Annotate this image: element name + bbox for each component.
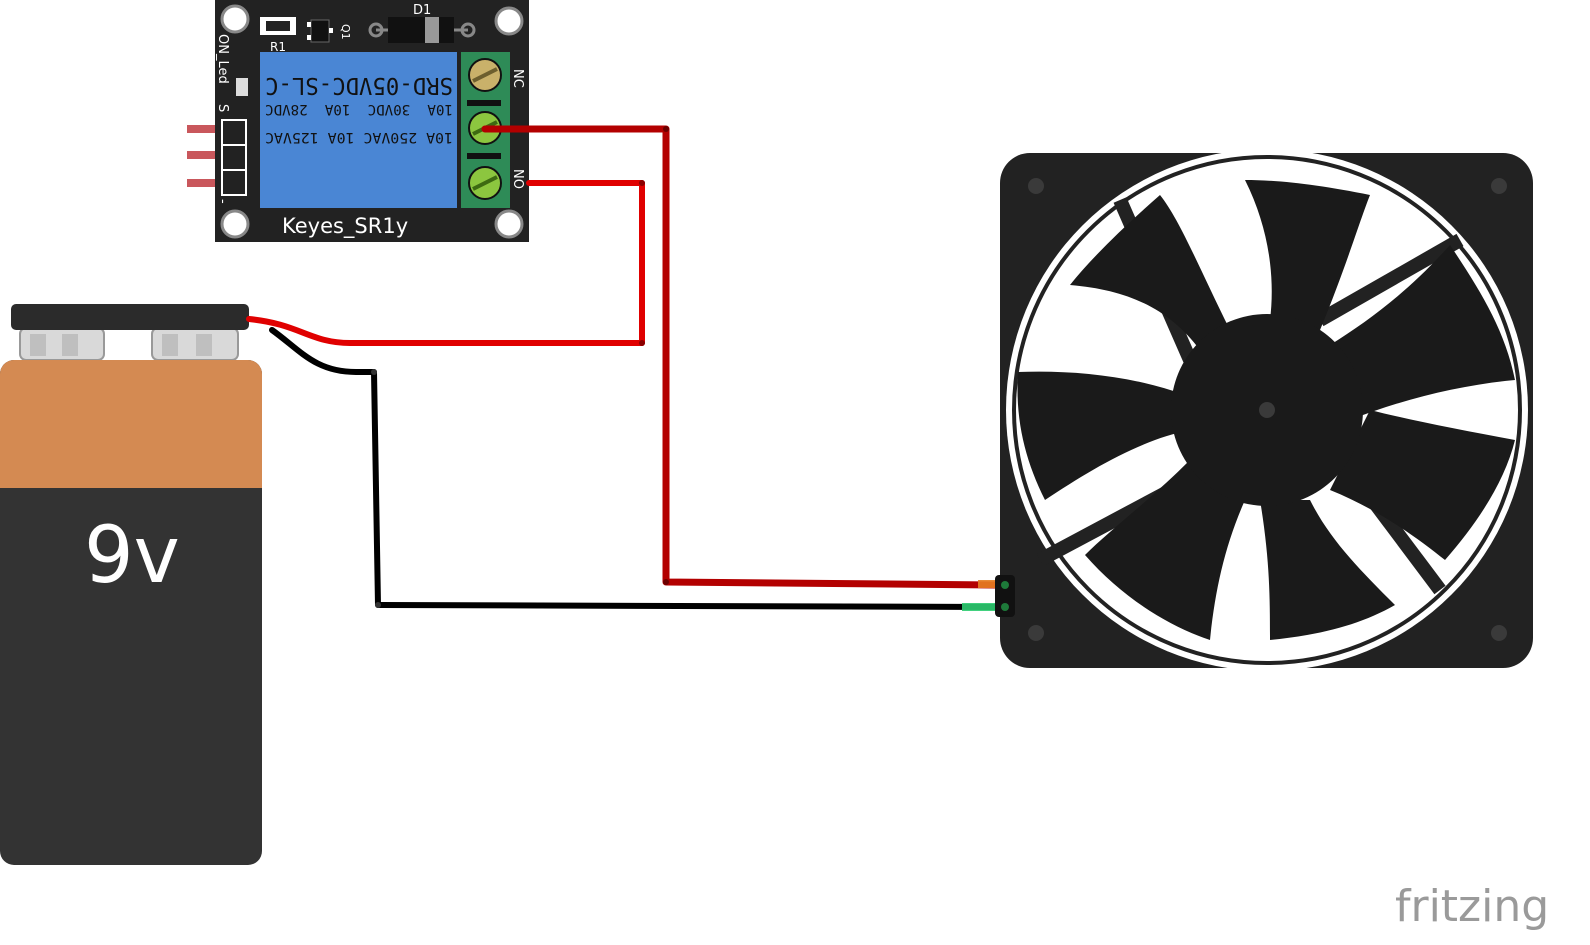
relay-rating-dc: 10A 30VDC 10A 28VDC bbox=[265, 101, 453, 117]
relay-model: SRD-05VDC-SL-C bbox=[265, 72, 453, 98]
mount-hole bbox=[494, 6, 524, 36]
no-label: NO bbox=[510, 169, 525, 189]
battery-terminals bbox=[19, 327, 239, 361]
battery-top bbox=[0, 360, 262, 488]
wire-battery-negative bbox=[269, 327, 998, 610]
resistor-label: R1 bbox=[270, 40, 286, 54]
minus-pin-label: - bbox=[215, 199, 230, 204]
wire-relay-com-to-fan bbox=[481, 125, 999, 589]
mount-hole bbox=[220, 209, 250, 239]
signal-pin-label: S bbox=[215, 104, 230, 112]
header-pins bbox=[187, 125, 239, 187]
led-label: ON_Led bbox=[215, 34, 230, 84]
diode-label: D1 bbox=[413, 3, 431, 18]
wire-battery-positive bbox=[246, 180, 645, 346]
fritzing-watermark: fritzing bbox=[1395, 881, 1549, 932]
diode-d1 bbox=[388, 17, 454, 43]
fan-connector bbox=[995, 575, 1015, 617]
battery-label: 9v bbox=[84, 511, 180, 601]
on-led bbox=[236, 78, 248, 96]
battery-snap bbox=[11, 304, 249, 330]
transistor-label: Q1 bbox=[339, 24, 352, 40]
cooling-fan bbox=[995, 149, 1533, 671]
fan-blades bbox=[1017, 180, 1515, 640]
relay-module: R1 Q1 D1 ON_Led S - SRD-05VDC-SL-C 10A 3… bbox=[187, 0, 529, 242]
mount-hole bbox=[220, 4, 250, 34]
transistor-q1 bbox=[310, 19, 330, 43]
relay-body bbox=[260, 52, 457, 208]
relay-rating-ac: 10A 250VAC 10A 125VAC bbox=[265, 129, 453, 145]
nc-label: NC bbox=[510, 69, 525, 88]
wires bbox=[246, 125, 1004, 611]
board-label: Keyes_SR1y bbox=[282, 214, 408, 239]
mount-hole bbox=[494, 209, 524, 239]
battery-9v: 9v bbox=[0, 304, 262, 865]
